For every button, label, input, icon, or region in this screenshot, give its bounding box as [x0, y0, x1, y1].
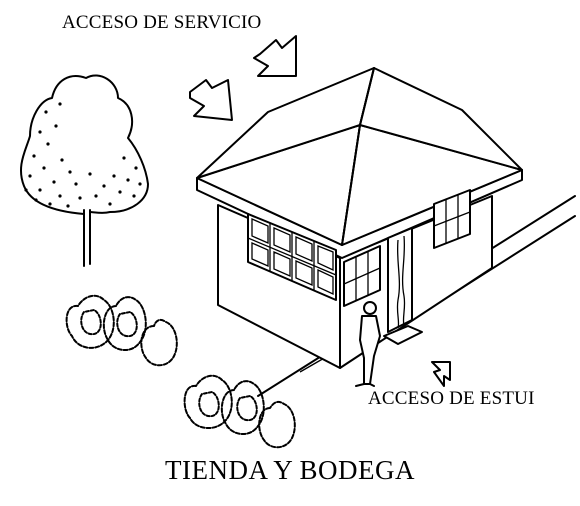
arrow-icon: [189, 79, 233, 121]
service-access-label: ACCESO DE SERVICIO: [62, 12, 262, 33]
shrub-icon: [65, 294, 178, 367]
house: [196, 67, 523, 369]
door: [387, 227, 413, 333]
window-left: [247, 213, 337, 301]
window-corner: [343, 245, 381, 307]
tree-icon: [20, 74, 149, 267]
arrow-icon: [253, 35, 297, 77]
shrub-icon: [183, 374, 296, 449]
arrow-icon: [431, 361, 451, 387]
person-icon: [355, 301, 381, 387]
diagram-title: TIENDA Y BODEGA: [165, 455, 415, 485]
window-right: [433, 189, 471, 249]
door-step: [383, 325, 423, 345]
student-access-label: ACCESO DE ESTUI: [368, 388, 535, 409]
